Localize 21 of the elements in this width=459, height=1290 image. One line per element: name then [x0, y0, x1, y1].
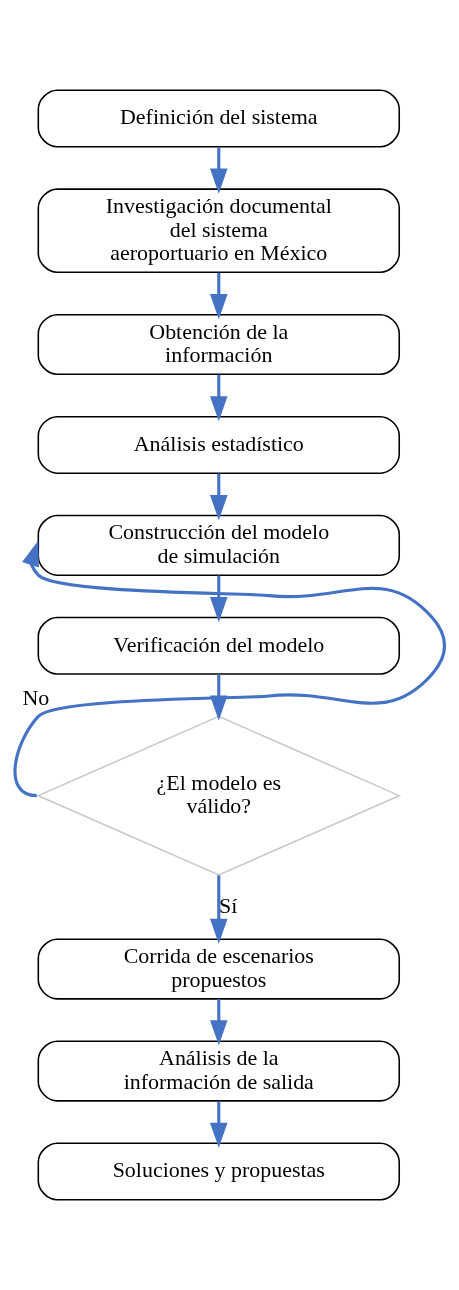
arrow [209, 1101, 228, 1148]
edge-label: No [22, 685, 50, 711]
node-box: Definición del sistema [37, 89, 401, 148]
node-box: Obtención de la información [37, 313, 401, 376]
node-box: Análisis de la información de salida [37, 1040, 401, 1102]
node-box: Verificación del modelo [37, 616, 401, 675]
node-box: Soluciones y propuestas [37, 1142, 401, 1201]
arrow [13, 540, 446, 798]
arrow [209, 374, 228, 422]
arrow [209, 272, 228, 320]
node-box: Análisis estadístico [37, 415, 401, 474]
arrow [209, 875, 228, 944]
node-box: Investigación documental del sistema aeroportuario en México [37, 188, 401, 274]
arrow [209, 999, 228, 1046]
node-box: Construcción del modelo de simulación [37, 514, 401, 576]
edge-label: Sí [219, 892, 238, 918]
arrow [209, 147, 228, 194]
node-box: Corrida de escenarios propuestos [37, 938, 401, 1000]
arrow [209, 473, 228, 521]
arrow [209, 575, 228, 623]
node-diamond: ¿El modelo es válido? [36, 715, 402, 876]
